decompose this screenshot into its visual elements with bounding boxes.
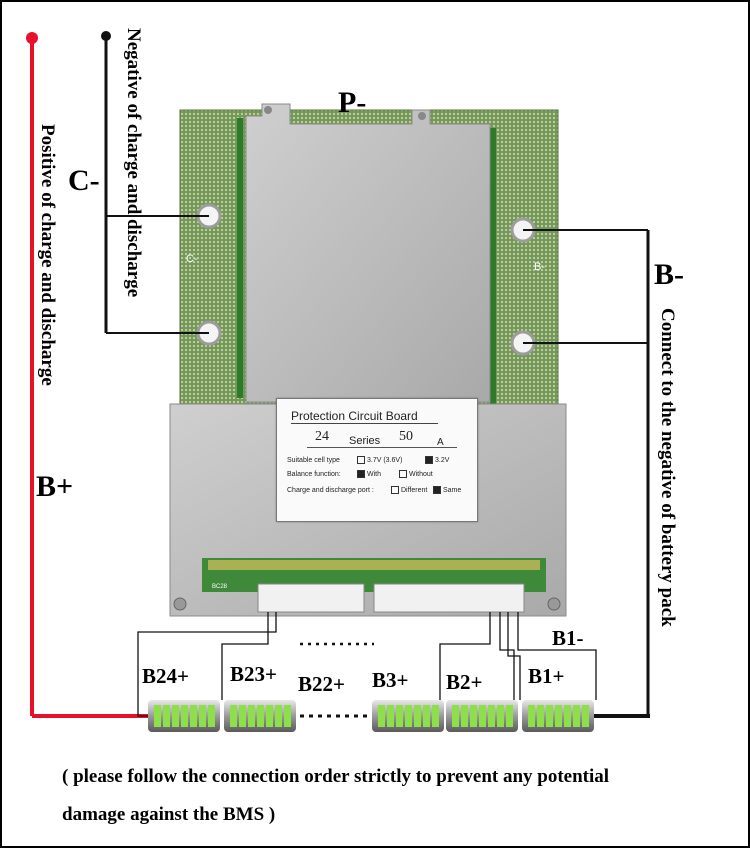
cell-b23 xyxy=(224,700,296,732)
pcb-left-trace xyxy=(237,118,243,398)
cell-b1 xyxy=(522,700,594,732)
b-plus-label: B+ xyxy=(36,470,74,503)
balance-option-1-box xyxy=(357,470,365,478)
balance-wires xyxy=(137,612,597,717)
cell-b2 xyxy=(446,700,518,732)
card-port-option-1: Different xyxy=(401,486,428,494)
card-current-value: 50 xyxy=(399,429,413,444)
cell-b3 xyxy=(372,700,444,732)
top-plate xyxy=(245,103,491,403)
card-balance-label: Balance function: xyxy=(287,471,341,478)
card-cell-option-1: 3.7V (3.6V) xyxy=(367,456,403,464)
card-current-unit: A xyxy=(437,437,444,448)
card-series-value: 24 xyxy=(315,429,329,444)
card-cell-type-label: Suitable cell type xyxy=(287,457,340,464)
b-minus-wire xyxy=(523,229,650,718)
battery-cells xyxy=(148,700,594,732)
cell-label-b1-minus: B1- xyxy=(552,626,584,650)
p-minus-label: P- xyxy=(338,86,367,119)
balance-option-2-box xyxy=(399,470,407,478)
pcb-mark-small: BC28 xyxy=(212,584,228,590)
negative-wire-label: Negative of charge and discharge xyxy=(123,28,144,298)
product-label-card: Protection Circuit Board 24 Series 50 A … xyxy=(276,398,478,522)
port-option-1-box xyxy=(391,486,399,494)
card-balance-option-2: Without xyxy=(409,470,433,478)
cell-label-b3: B3+ xyxy=(372,668,409,692)
card-series-word: Series xyxy=(349,435,381,447)
c-minus-label: C- xyxy=(68,164,100,197)
cell-label-b1: B1+ xyxy=(528,664,565,688)
cell-option-1-box xyxy=(357,456,365,464)
positive-wire-tip xyxy=(26,32,38,44)
pcb-mark-right: B- xyxy=(534,261,545,273)
cell-label-b24: B24+ xyxy=(142,664,189,688)
warning-note-line-2: damage against the BMS ) xyxy=(62,804,276,825)
positive-wire-label: Positive of charge and discharge xyxy=(37,124,58,386)
b-minus-label: B- xyxy=(654,258,684,291)
cell-label-b23: B23+ xyxy=(230,662,277,686)
pcb-right-trace xyxy=(490,128,496,408)
card-cell-option-2: 3.2V xyxy=(435,456,450,464)
c-minus-wire xyxy=(101,31,209,334)
warning-note-line-1: ( please follow the connection order str… xyxy=(62,766,610,787)
port-option-2-box xyxy=(433,486,441,494)
connector-left xyxy=(257,583,365,613)
card-port-option-2: Same xyxy=(443,486,462,494)
card-title: Protection Circuit Board xyxy=(291,409,438,424)
positive-wire xyxy=(26,32,148,718)
battery-negative-label: Connect to the negative of battery pack xyxy=(657,308,678,627)
cell-label-b2: B2+ xyxy=(446,670,483,694)
connector-right xyxy=(373,583,525,613)
card-balance-option-1: With xyxy=(367,470,381,478)
pcb-mark-left: C- xyxy=(186,253,198,265)
cell-b24 xyxy=(148,700,220,732)
card-port-label: Charge and discharge port : xyxy=(287,487,374,494)
cell-label-b22: B22+ xyxy=(298,672,345,696)
pcb-board: BC28 C- B- xyxy=(169,103,567,617)
cell-option-2-box xyxy=(425,456,433,464)
